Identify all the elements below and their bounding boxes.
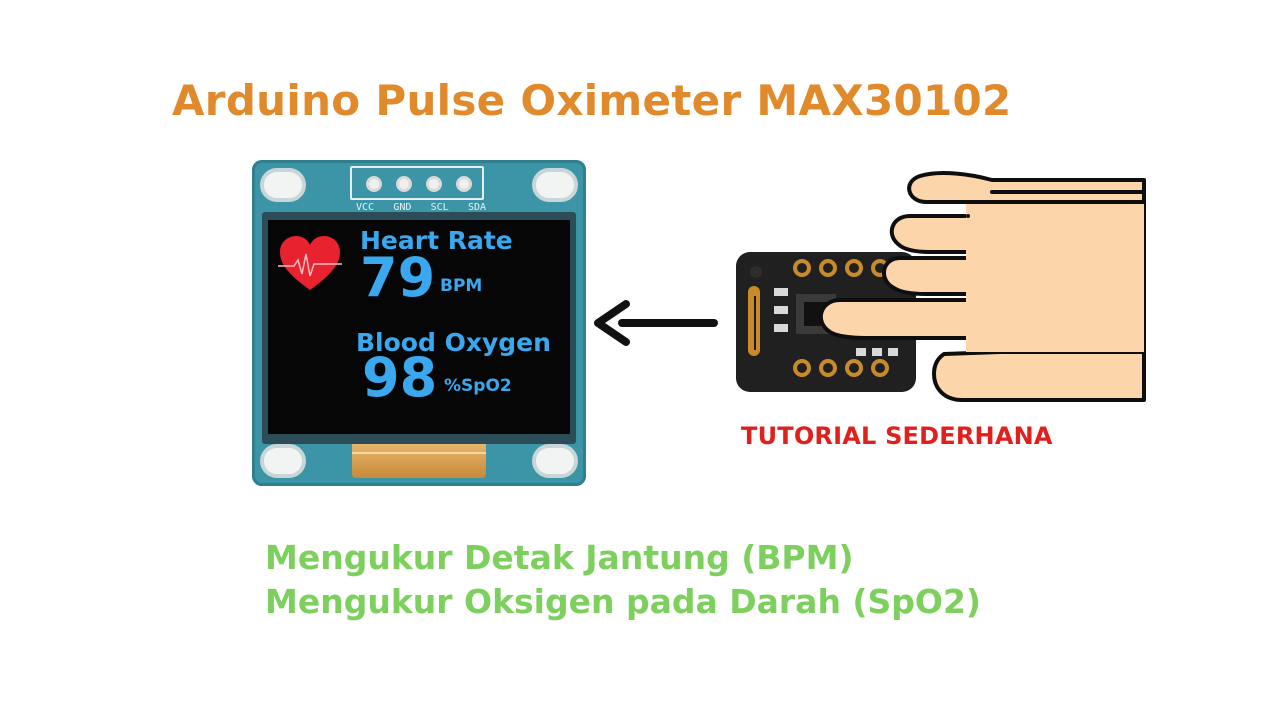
heart-rate-label: Heart Rate: [360, 226, 513, 255]
pin-labels: VCC GND SCL SDA: [356, 202, 486, 213]
pin: [456, 176, 472, 192]
caption-line-1: Mengukur Detak Jantung (BPM): [265, 538, 854, 577]
max30102-sensor-illustration: [736, 171, 1146, 402]
heart-rate-value: 79: [360, 246, 436, 309]
arrow-left-icon: [594, 300, 718, 346]
mount-hole: [532, 168, 578, 202]
hand-icon: [818, 171, 1146, 402]
pin-header: [350, 166, 484, 200]
pin: [426, 176, 442, 192]
oled-screen: Heart Rate 79 BPM Blood Oxygen 98 %SpO2: [268, 220, 570, 434]
mount-hole: [260, 444, 306, 478]
blood-oxygen-value: 98: [362, 346, 438, 409]
blood-oxygen-unit: %SpO2: [444, 376, 512, 396]
mount-hole: [260, 168, 306, 202]
tutorial-label: TUTORIAL SEDERHANA: [741, 422, 1053, 450]
blood-oxygen-label: Blood Oxygen: [356, 328, 551, 357]
oled-display-module: VCC GND SCL SDA Heart Rate 79 BPM Blood …: [252, 160, 586, 486]
pin-label-sda: SDA: [467, 202, 486, 213]
pin-label-scl: SCL: [430, 202, 449, 213]
pin-label-vcc: VCC: [356, 202, 375, 213]
pin: [366, 176, 382, 192]
pin-label-gnd: GND: [393, 202, 412, 213]
heart-rate-unit: BPM: [440, 276, 483, 296]
ribbon-cable: [352, 444, 486, 478]
mount-hole: [532, 444, 578, 478]
screen-frame: Heart Rate 79 BPM Blood Oxygen 98 %SpO2: [262, 212, 576, 444]
page-title: Arduino Pulse Oximeter MAX30102: [172, 76, 1012, 125]
caption-line-2: Mengukur Oksigen pada Darah (SpO2): [265, 582, 981, 621]
heart-icon: [278, 236, 342, 290]
pin: [396, 176, 412, 192]
